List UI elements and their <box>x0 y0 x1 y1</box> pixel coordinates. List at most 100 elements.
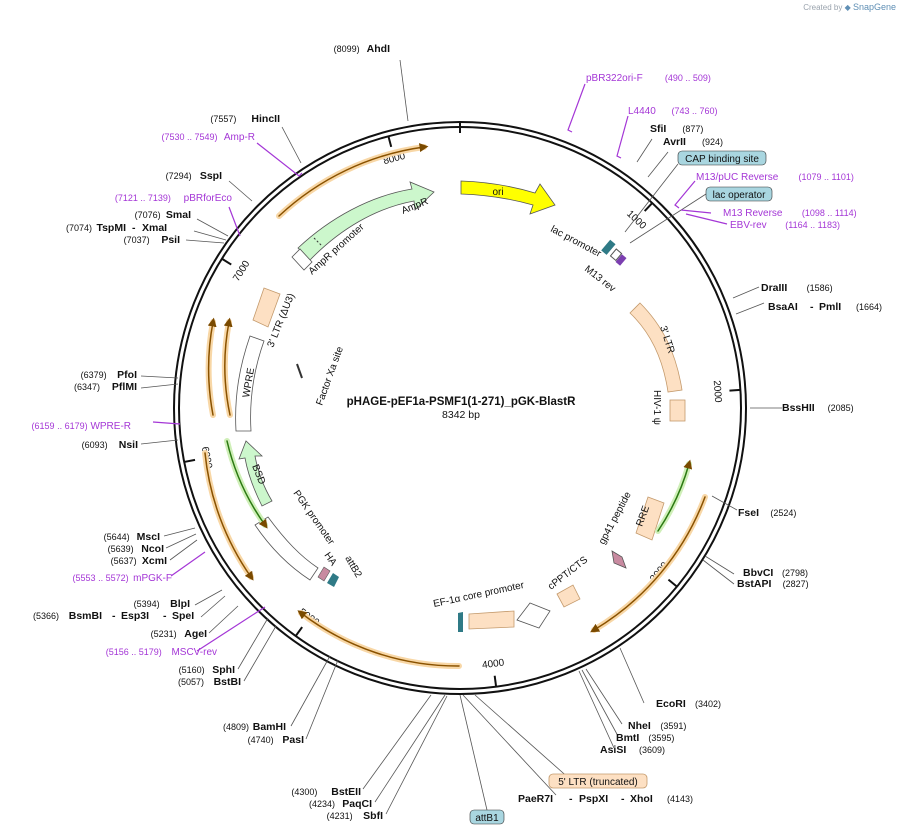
scale-tick-label: 7000 <box>231 259 252 284</box>
feature-ef1a-promoter: EF-1α core promoter <box>432 580 551 632</box>
feature-cppt: cPPT/CTS <box>546 554 590 608</box>
site-position: (5231) <box>151 629 177 639</box>
box-5ltr: 5' LTR (truncated) <box>548 773 648 789</box>
site-name: FseI <box>738 507 759 519</box>
primer-range: (1079 .. 1101) <box>799 172 854 182</box>
site-position: (8099) <box>334 44 360 54</box>
primer-name: M13/pUC Reverse <box>696 172 779 183</box>
box-cap-site: CAP binding site <box>677 150 767 166</box>
site-position: (5644) <box>104 532 130 542</box>
primer-name: pBRforEco <box>184 193 233 204</box>
scale-tick-label: 2000 <box>711 380 723 403</box>
feature-ef1a-label: EF-1α core promoter <box>432 580 525 610</box>
feature-factor-xa-label: Factor Xa site <box>314 345 346 407</box>
scale-tick <box>643 202 653 212</box>
site-position: (2798) <box>782 568 808 578</box>
site-name: BmtI <box>616 732 639 744</box>
feature-factor-xa: Factor Xa site <box>296 345 346 407</box>
site-name: SpeI <box>172 610 194 622</box>
scale-tick <box>493 675 498 687</box>
feature-gp41: gp41 peptide <box>597 490 634 569</box>
site-name: SbfI <box>363 810 383 822</box>
site-separator: - <box>112 610 116 622</box>
feature-ori-label: ori <box>492 187 503 198</box>
site-position: (5057) <box>178 677 204 687</box>
feature-bsd: BSD <box>238 440 273 507</box>
site-position: (877) <box>682 124 703 134</box>
site-labels: AhdI(8099)HincII(7557)SspI(7294)SmaI(707… <box>32 43 882 822</box>
site-position: (7076) <box>135 210 161 220</box>
site-name: BsmBI <box>69 610 102 622</box>
credit-prefix: Created by <box>803 3 843 12</box>
site-position: (1664) <box>856 302 882 312</box>
feature-wpre: WPRE <box>235 335 265 432</box>
feature-ampr: AmpR <box>297 181 435 261</box>
site-name: XcmI <box>142 555 167 567</box>
primer-markers <box>152 83 728 652</box>
site-position: (6347) <box>74 382 100 392</box>
site-position: (2085) <box>828 403 854 413</box>
credit-brand: SnapGene <box>852 2 896 12</box>
primer-name: M13 Reverse <box>723 208 783 219</box>
site-name: BlpI <box>170 598 190 610</box>
scale-tick <box>667 578 678 588</box>
scale-tick-label: 4000 <box>481 657 505 671</box>
site-position: (4234) <box>309 799 335 809</box>
site-name: HincII <box>251 113 280 125</box>
site-name: PasI <box>282 734 304 746</box>
feature-lac-promoter: lac promoter M13 rev <box>549 224 627 295</box>
site-name: BstBI <box>214 676 242 688</box>
plasmid-name: pHAGE-pEF1a-PSMF1(1-271)_pGK-BlastR <box>347 396 576 408</box>
site-name: SfiI <box>650 123 666 135</box>
site-position: (5637) <box>111 556 137 566</box>
box-attb1: attB1 <box>469 809 505 825</box>
site-separator: - <box>569 793 573 805</box>
site-position: (1586) <box>807 283 833 293</box>
feature-cppt-label: cPPT/CTS <box>546 554 590 592</box>
site-name: NcoI <box>141 543 164 555</box>
site-position: (4740) <box>248 735 274 745</box>
orf-arcs <box>202 143 708 670</box>
feature-m13-rev-label: M13 rev <box>582 264 617 295</box>
primer-name: L4440 <box>628 106 656 117</box>
scale-tick <box>729 388 741 392</box>
scale-tick <box>387 136 393 148</box>
site-position: (4300) <box>291 787 317 797</box>
site-name: MscI <box>137 531 160 543</box>
primer-name: Amp-R <box>224 132 255 143</box>
site-name: PfoI <box>117 369 137 381</box>
site-name: XmaI <box>142 222 167 234</box>
site-name: AvrII <box>663 136 686 148</box>
site-separator: - <box>810 301 814 313</box>
site-position: (7557) <box>210 114 236 124</box>
feature-hiv-psi-label: HIV-1 ψ <box>651 390 662 425</box>
primer-name: MSCV-rev <box>171 647 217 658</box>
site-name: SphI <box>212 664 235 676</box>
feature-pgk-label: PGK promoter <box>291 488 337 547</box>
primer-name: mPGK-F <box>133 573 172 584</box>
site-position: (3609) <box>639 745 665 755</box>
plasmid-size: 8342 bp <box>442 409 480 421</box>
site-position: (5160) <box>179 665 205 675</box>
site-name: DraIII <box>761 282 787 294</box>
site-name: Esp3I <box>121 610 149 622</box>
feature-lac-promoter-label: lac promoter <box>549 224 604 260</box>
site-position: (2827) <box>783 579 809 589</box>
site-position: (5366) <box>33 611 59 621</box>
site-name: NheI <box>628 720 651 732</box>
site-position: (924) <box>702 137 723 147</box>
site-position: (5639) <box>108 544 134 554</box>
feature-ha-label: HA <box>322 550 339 568</box>
feature-3ltr: 3' LTR <box>629 302 683 393</box>
box-lac-operator: lac operator <box>705 186 773 202</box>
site-name: BamHI <box>253 721 286 733</box>
site-position: (6093) <box>82 440 108 450</box>
site-name: SspI <box>200 170 222 182</box>
primer-range: (5553 .. 5572) <box>73 573 129 583</box>
primer-range: (743 .. 760) <box>672 106 718 116</box>
site-separator: - <box>163 610 167 622</box>
primer-range: (1098 .. 1114) <box>802 208 857 218</box>
snapgene-logo-icon: ◆ <box>844 3 851 12</box>
site-name: BstAPI <box>737 578 772 590</box>
